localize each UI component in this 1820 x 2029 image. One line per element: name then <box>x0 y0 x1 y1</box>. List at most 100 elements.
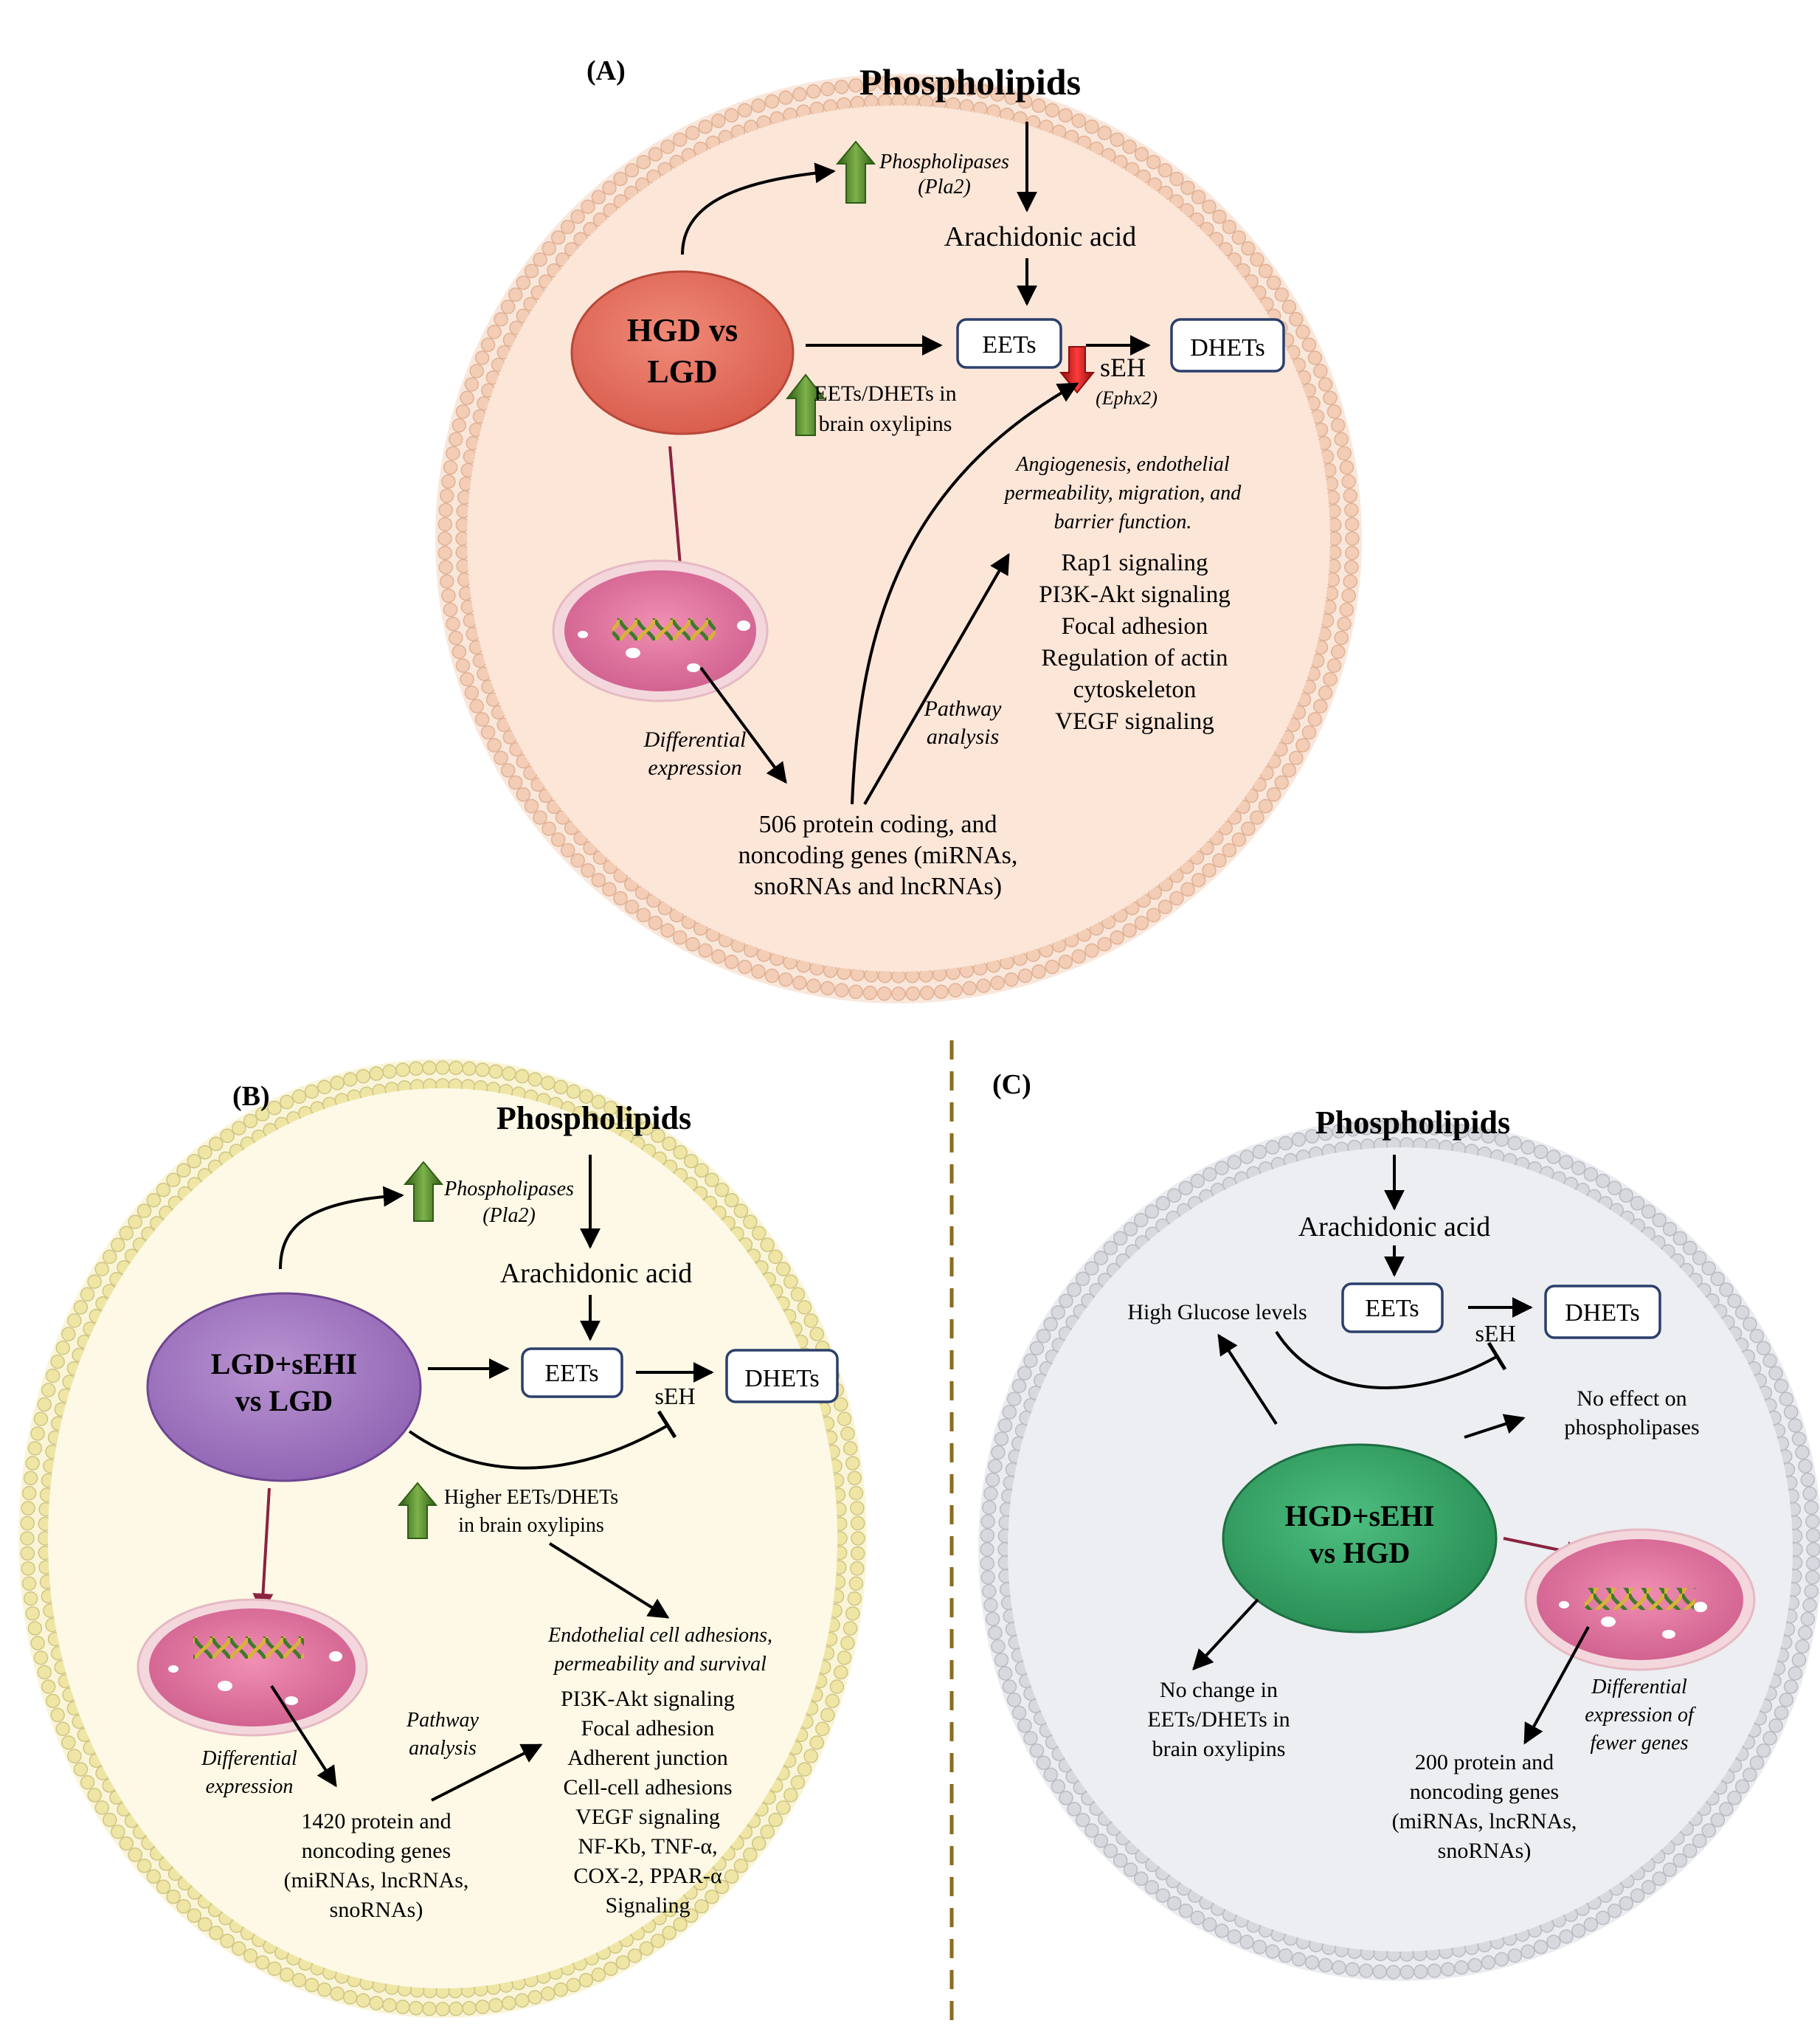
panel-b-comparison-line1: LGD+sEHI <box>211 1347 357 1380</box>
membrane-lipid-bead <box>1783 1405 1799 1420</box>
membrane-lipid-bead <box>1103 1240 1118 1256</box>
membrane-lipid-bead <box>983 1486 998 1501</box>
membrane-lipid-bead <box>50 1354 65 1369</box>
membrane-lipid-bead <box>330 1986 345 2001</box>
panel-b-comparison-line2: vs LGD <box>235 1384 333 1417</box>
membrane-lipid-bead <box>279 1094 294 1110</box>
membrane-lipid-bead <box>724 108 739 123</box>
panel-b-pathway-6: NF-Kb, TNF-α, <box>578 1834 717 1859</box>
membrane-lipid-bead <box>1158 899 1173 914</box>
panel-b-pathway-8: Signaling <box>605 1893 690 1918</box>
membrane-lipid-bead <box>1768 1366 1783 1380</box>
membrane-lipid-bead <box>980 1514 995 1529</box>
membrane-lipid-bead <box>705 1890 719 1904</box>
panel-a-eets-dhets-line1: EETs/DHETs in <box>814 381 956 406</box>
membrane-lipid-bead <box>1212 853 1227 868</box>
panel-b-higher-eets-1: Higher EETs/DHETs <box>444 1486 618 1509</box>
panel-b-genes-4: snoRNAs) <box>330 1898 423 1922</box>
membrane-lipid-bead <box>342 1990 358 2005</box>
membrane-lipid-bead <box>1318 1957 1333 1973</box>
membrane-lipid-bead <box>67 1749 82 1763</box>
panel-a-function-note-2: permeability, migration, and <box>1003 482 1242 505</box>
membrane-lipid-bead <box>1289 312 1304 327</box>
membrane-lipid-bead <box>231 1121 246 1136</box>
membrane-lipid-bead <box>660 139 675 154</box>
nucleus-dna-icon <box>1524 1528 1756 1671</box>
membrane-lipid-bead <box>1146 154 1161 170</box>
panel-c-no-change-1: No change in <box>1160 1678 1278 1702</box>
membrane-lipid-bead <box>21 1561 35 1576</box>
membrane-lipid-bead <box>514 1069 530 1084</box>
membrane-lipid-bead <box>751 98 766 113</box>
membrane-lipid-bead <box>982 1500 997 1515</box>
membrane-lipid-bead <box>146 1192 162 1208</box>
membrane-lipid-bead <box>1214 1923 1229 1938</box>
membrane-lipid-bead <box>862 986 878 1000</box>
membrane-lipid-bead <box>990 87 1005 102</box>
membrane-lipid-bead <box>1682 1240 1698 1256</box>
membrane-lipid-bead <box>80 1287 95 1302</box>
membrane-lipid-bead <box>1710 1271 1726 1287</box>
panel-b-seh: sEH <box>654 1383 695 1409</box>
membrane-lipid-bead <box>176 1899 191 1914</box>
membrane-lipid-bead <box>1113 1231 1128 1246</box>
membrane-lipid-bead <box>809 1735 824 1750</box>
membrane-lipid-bead <box>1134 1871 1149 1887</box>
membrane-lipid-bead <box>1804 1500 1819 1515</box>
membrane-lipid-bead <box>591 1967 606 1983</box>
membrane-lipid-bead <box>905 986 921 1001</box>
membrane-lipid-bead <box>1795 1445 1810 1460</box>
membrane-lipid-bead <box>1520 1140 1535 1155</box>
membrane-lipid-bead <box>1059 1293 1073 1308</box>
membrane-lipid-bead <box>581 863 595 878</box>
membrane-lipid-bead <box>1788 1666 1803 1681</box>
down-arrow-icon <box>1059 346 1096 394</box>
panel-b-pathway-2: Focal adhesion <box>581 1716 715 1741</box>
panel-b-phospholipases: Phospholipases <box>443 1178 574 1200</box>
membrane-lipid-bead <box>1178 1181 1194 1195</box>
membrane-lipid-bead <box>760 1237 775 1252</box>
membrane-lipid-bead <box>988 1459 1003 1473</box>
membrane-lipid-bead <box>660 923 675 938</box>
panel-c-genes-4: snoRNAs) <box>1438 1839 1532 1863</box>
membrane-lipid-bead <box>850 1561 865 1576</box>
membrane-lipid-bead <box>438 502 453 518</box>
membrane-lipid-bead <box>613 891 628 906</box>
membrane-lipid-bead <box>480 337 496 353</box>
membrane-lipid-bead <box>591 190 606 204</box>
membrane-lipid-bead <box>919 986 935 1000</box>
membrane-lipid-bead <box>820 1707 835 1723</box>
membrane-lipid-bead <box>848 1576 864 1591</box>
membrane-lipid-bead <box>1630 1196 1645 1211</box>
panel-a-seh: sEH <box>1100 353 1146 382</box>
membrane-lipid-bead <box>1222 219 1237 235</box>
membrane-lipid-bead <box>994 1431 1009 1446</box>
membrane-lipid-bead <box>1017 968 1033 984</box>
membrane-lipid-bead <box>508 287 523 303</box>
membrane-lipid-bead <box>1093 1833 1109 1848</box>
panel-a-eets-box <box>956 318 1062 369</box>
membrane-lipid-bead <box>20 1546 35 1561</box>
membrane-lipid-bead <box>27 1441 43 1456</box>
membrane-lipid-bead <box>1258 263 1273 279</box>
membrane-lipid-bead <box>156 1182 171 1197</box>
membrane-lipid-bead <box>1274 287 1290 303</box>
membrane-lipid-bead <box>705 1172 719 1187</box>
membrane-lipid-bead <box>698 119 713 134</box>
membrane-lipid-bead <box>176 1163 191 1178</box>
up-arrow-icon <box>835 140 876 204</box>
membrane-lipid-bead <box>1307 712 1323 727</box>
membrane-lipid-bead <box>1043 1767 1058 1783</box>
membrane-lipid-bead <box>1344 516 1360 532</box>
membrane-lipid-bead <box>1093 1251 1109 1265</box>
membrane-lipid-bead <box>1330 418 1346 433</box>
membrane-lipid-bead <box>488 1064 503 1079</box>
membrane-lipid-bead <box>1043 1316 1058 1332</box>
membrane-lipid-bead <box>1756 1341 1771 1356</box>
membrane-lipid-bead <box>533 810 547 825</box>
membrane-lipid-bead <box>1533 1144 1549 1159</box>
membrane-lipid-bead <box>1323 390 1338 406</box>
membrane-lipid-bead <box>1212 209 1227 224</box>
membrane-lipid-bead <box>997 1666 1013 1681</box>
membrane-lipid-bead <box>1313 364 1328 379</box>
